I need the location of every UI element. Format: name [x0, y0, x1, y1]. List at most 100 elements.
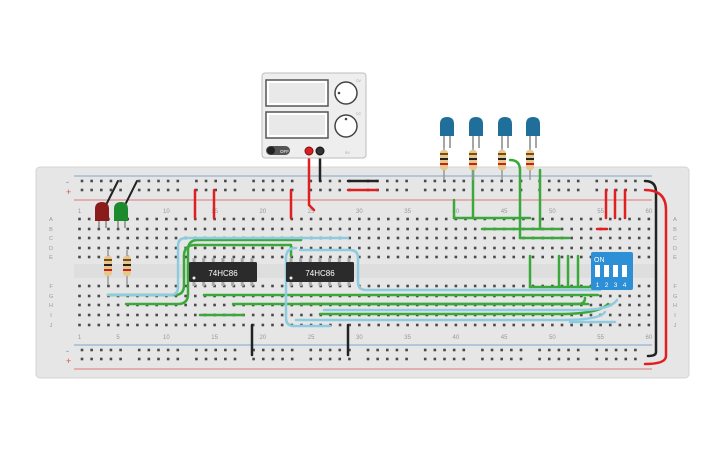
hole[interactable] — [637, 313, 641, 317]
rail-hole[interactable] — [100, 357, 103, 361]
hole[interactable] — [589, 255, 593, 259]
hole[interactable] — [367, 284, 371, 288]
hole[interactable] — [165, 217, 168, 221]
hole[interactable] — [319, 255, 323, 259]
hole[interactable] — [232, 323, 236, 327]
wire-blue-3[interactable] — [298, 248, 602, 292]
rail-hole[interactable] — [271, 357, 275, 361]
rail-hole[interactable] — [157, 188, 160, 192]
rail-hole[interactable] — [547, 179, 551, 183]
hole[interactable] — [618, 217, 622, 221]
rail-hole[interactable] — [271, 179, 275, 183]
rail-hole[interactable] — [386, 179, 389, 183]
hole[interactable] — [560, 227, 564, 231]
hole[interactable] — [637, 236, 641, 240]
hole[interactable] — [309, 255, 313, 259]
hole[interactable] — [637, 284, 641, 288]
hole[interactable] — [541, 217, 544, 221]
rail-hole[interactable] — [348, 357, 351, 361]
hole[interactable] — [589, 227, 593, 231]
rail-hole[interactable] — [462, 188, 466, 192]
rail-hole[interactable] — [481, 179, 484, 183]
hole[interactable] — [338, 217, 342, 221]
hole[interactable] — [444, 227, 448, 231]
hole[interactable] — [329, 246, 332, 250]
rail-hole[interactable] — [319, 188, 322, 192]
hole[interactable] — [358, 255, 361, 259]
rail-hole[interactable] — [500, 179, 503, 183]
hole[interactable] — [165, 255, 168, 259]
hole[interactable] — [174, 236, 178, 240]
hole[interactable] — [116, 255, 120, 259]
hole[interactable] — [97, 284, 101, 288]
rail-hole[interactable] — [395, 179, 399, 183]
rail-hole[interactable] — [90, 357, 93, 361]
hole[interactable] — [396, 246, 400, 250]
ps-terminal-negative[interactable] — [315, 146, 325, 156]
hole[interactable] — [512, 284, 516, 288]
hole[interactable] — [454, 227, 458, 231]
rail-hole[interactable] — [319, 348, 322, 352]
rail-hole[interactable] — [261, 357, 265, 361]
hole[interactable] — [213, 255, 216, 259]
rail-hole[interactable] — [328, 188, 332, 192]
hole[interactable] — [222, 217, 226, 221]
hole[interactable] — [444, 284, 448, 288]
wire-red-right[interactable] — [643, 188, 668, 366]
resistor-blue-4[interactable] — [526, 145, 534, 180]
hole[interactable] — [502, 236, 506, 240]
hole[interactable] — [107, 236, 110, 240]
hole[interactable] — [570, 323, 573, 327]
hole[interactable] — [435, 236, 438, 240]
hole[interactable] — [203, 255, 207, 259]
hole[interactable] — [444, 217, 448, 221]
hole[interactable] — [107, 323, 110, 327]
hole[interactable] — [425, 246, 429, 250]
hole[interactable] — [348, 227, 351, 231]
hole[interactable] — [194, 323, 197, 327]
rail-hole[interactable] — [547, 357, 551, 361]
hole[interactable] — [242, 217, 245, 221]
rail-hole[interactable] — [395, 357, 399, 361]
hole[interactable] — [464, 255, 467, 259]
hole[interactable] — [377, 246, 380, 250]
hole[interactable] — [155, 227, 158, 231]
hole[interactable] — [358, 323, 361, 327]
rail-hole[interactable] — [119, 188, 122, 192]
hole[interactable] — [271, 217, 274, 221]
rail-hole[interactable] — [309, 357, 313, 361]
rail-hole[interactable] — [614, 357, 618, 361]
hole[interactable] — [512, 323, 516, 327]
hole[interactable] — [396, 284, 400, 288]
hole[interactable] — [618, 294, 622, 298]
chip-2[interactable]: 74HC86 — [286, 258, 354, 286]
rail-hole[interactable] — [481, 188, 484, 192]
rail-hole[interactable] — [634, 348, 637, 352]
hole[interactable] — [628, 313, 631, 317]
blue-led-group[interactable] — [440, 117, 540, 180]
hole[interactable] — [165, 246, 168, 250]
hole[interactable] — [107, 246, 110, 250]
hole[interactable] — [608, 313, 612, 317]
hole[interactable] — [97, 313, 101, 317]
wire-blue-4[interactable] — [294, 310, 607, 322]
hole[interactable] — [464, 227, 467, 231]
hole[interactable] — [377, 217, 380, 221]
hole[interactable] — [145, 236, 149, 240]
hole[interactable] — [348, 217, 351, 221]
hole[interactable] — [367, 227, 371, 231]
hole[interactable] — [232, 227, 236, 231]
dip-toggle-4[interactable] — [622, 265, 627, 277]
rail-hole[interactable] — [386, 357, 389, 361]
hole[interactable] — [483, 246, 487, 250]
hole[interactable] — [87, 236, 91, 240]
hole[interactable] — [406, 255, 409, 259]
hole[interactable] — [319, 227, 323, 231]
hole[interactable] — [203, 227, 207, 231]
hole[interactable] — [165, 236, 168, 240]
rail-hole[interactable] — [557, 179, 561, 183]
power-supply[interactable]: CV CC OFF 5V — [261, 72, 367, 159]
hole[interactable] — [107, 227, 110, 231]
hole[interactable] — [194, 294, 197, 298]
hole[interactable] — [184, 303, 187, 307]
